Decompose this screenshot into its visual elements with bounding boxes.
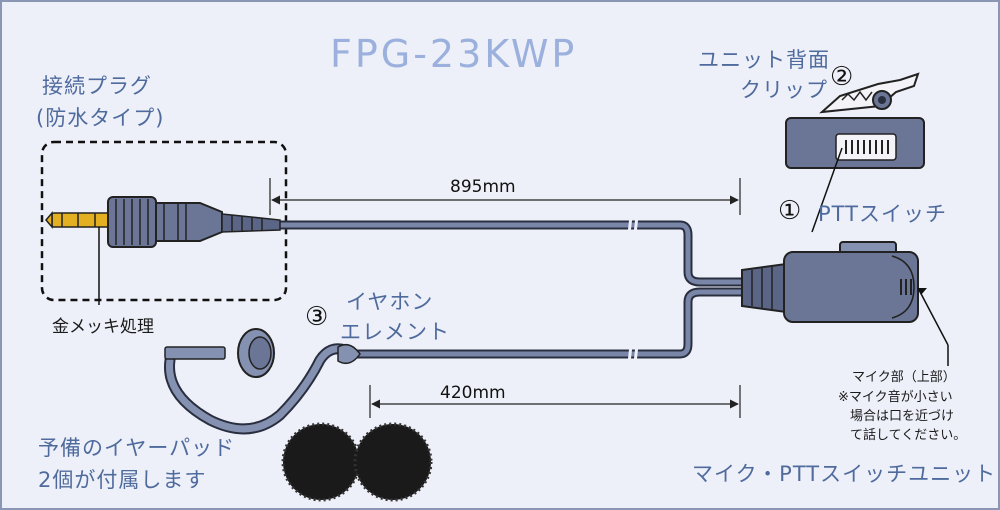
earphone-length-label: 420mm: [440, 383, 506, 403]
earphone-label-line2: エレメント: [340, 320, 450, 344]
earphone-number: ③: [305, 302, 329, 332]
dimension-895: [269, 178, 741, 215]
earphone-element: [164, 328, 361, 435]
main-cable: [273, 215, 750, 287]
connector-plug: [45, 196, 281, 305]
product-title: FPG-23KWP: [330, 32, 578, 76]
earphone-label-line1: イヤホン: [346, 290, 434, 314]
plug-label-line2: (防水タイプ): [36, 106, 165, 130]
clip-unit: [785, 72, 925, 233]
spare-ear-pads: [281, 422, 433, 502]
earphone-cable: [345, 287, 750, 364]
plug-label-line1: 接続プラグ: [42, 74, 152, 98]
mic-note-line2: 場合は口を近づけ: [850, 409, 955, 424]
dimension-420: [369, 385, 741, 418]
mic-note-line3: て話してください。: [850, 428, 967, 443]
spare-pads-line1: 予備のイヤーパッド: [38, 436, 236, 460]
spare-pads-line2: 2個が付属します: [38, 468, 207, 492]
clip-label-line1: ユニット背面: [698, 48, 830, 72]
ptt-number: ①: [778, 196, 802, 226]
mic-note-line1: ※マイク音が小さい: [838, 390, 953, 405]
clip-number: ②: [830, 62, 854, 92]
clip-label-line2: クリップ: [740, 78, 828, 102]
cable-length-label: 895mm: [450, 177, 516, 197]
ptt-label: PTTスイッチ: [818, 202, 947, 226]
unit-caption: マイク・PTTスイッチユニット: [692, 462, 997, 486]
mic-label: マイク部（上部）: [852, 370, 956, 385]
plating-note: 金メッキ処理: [52, 317, 154, 337]
mic-ptt-unit: [741, 241, 949, 366]
